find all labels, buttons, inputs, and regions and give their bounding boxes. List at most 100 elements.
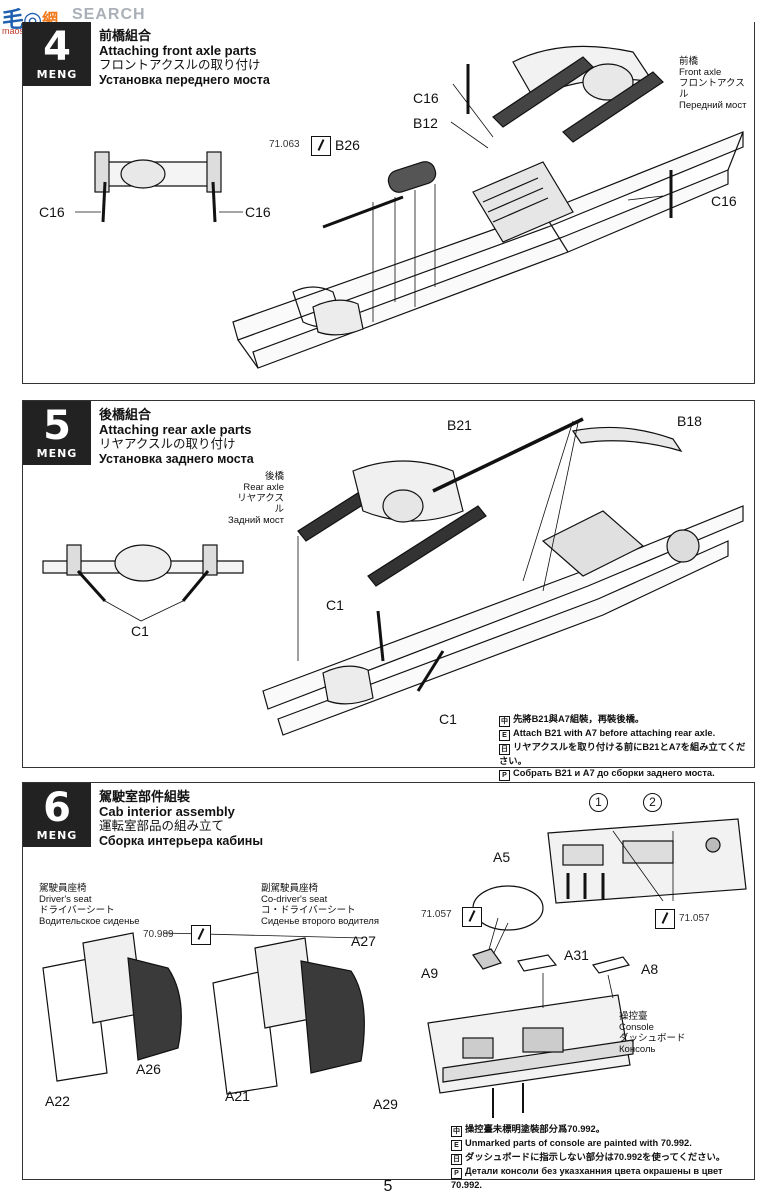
label-c16-detail-right: C16 — [245, 204, 271, 220]
label-a27: A27 — [351, 933, 376, 949]
note-line-jp: 日ダッシュボードに指示しない部分は70.992を使ってください。 — [451, 1151, 754, 1165]
label-c1-mid: C1 — [326, 597, 344, 613]
part-label-ru: Задний мост — [228, 515, 284, 526]
paint-brush-icon — [311, 136, 331, 156]
note-flag: E — [499, 730, 510, 741]
codriver-seat-cn: 副駕駛員座椅 — [261, 883, 319, 894]
console-label-en: Console — [619, 1022, 654, 1033]
codriver-seat-jp: コ・ドライバーシート — [261, 905, 356, 916]
codriver-seat-ru: Сиденье второго водителя — [261, 916, 379, 927]
meng-logo: MENG — [36, 829, 78, 842]
note-line-cn: 中先將B21與A7組裝，再裝後橋。 — [499, 713, 754, 727]
note-flag: 中 — [451, 1126, 462, 1137]
part-label-cn: 後橋 — [264, 471, 284, 482]
paint-brush-icon — [462, 907, 482, 927]
console-label-ru: Консоль — [619, 1044, 656, 1055]
note-text: 先將B21與A7組裝，再裝後橋。 — [513, 714, 645, 724]
callout-circle-2: 2 — [643, 793, 662, 812]
label-b21: B21 — [447, 417, 472, 433]
label-c16-left: C16 — [39, 204, 65, 220]
part-label-jp: フロントアクスル — [679, 78, 745, 100]
page-number: 5 — [383, 1178, 393, 1195]
title-en: Attaching rear axle parts — [99, 422, 252, 437]
console-label-jp: ダッシュボード — [619, 1033, 686, 1044]
step-4-badge: 4 MENG — [23, 22, 91, 86]
drivers-seat-ru: Водительское сиденье — [39, 916, 140, 927]
title-jp: リヤアクスルの取り付け — [99, 437, 236, 451]
label-c1-detail: C1 — [131, 623, 149, 639]
title-en: Attaching front axle parts — [99, 43, 257, 58]
step-4-panel: 4 MENG 前橋組合 Attaching front axle parts フ… — [22, 22, 755, 384]
meng-logo: MENG — [36, 68, 78, 81]
title-ru: Сборка интерьера кабины — [99, 834, 264, 848]
paint-code-seat: 70.989 — [143, 929, 174, 940]
note-text: Attach B21 with A7 before attaching rear… — [513, 728, 716, 738]
title-ru: Установка заднего моста — [99, 452, 254, 466]
drivers-seat-en: Driver's seat — [39, 894, 92, 905]
codriver-seat-label: 副駕駛員座椅 Co-driver's seat コ・ドライバーシート Сиден… — [261, 883, 379, 927]
step-6-titles: 駕駛室部件組裝 Cab interior assembly 運転室部品の組み立て… — [99, 789, 263, 849]
step-number: 6 — [43, 785, 71, 831]
step-5-panel: 5 MENG 後橋組合 Attaching rear axle parts リヤ… — [22, 400, 755, 781]
title-cn: 駕駛室部件組裝 — [99, 789, 191, 804]
step-5-badge: 5 MENG — [23, 401, 91, 465]
front-axle-label: 前橋 Front axle フロントアクスル Передний мост — [679, 56, 754, 111]
label-a21: A21 — [225, 1088, 250, 1104]
paint-code-71063: 71.063 — [269, 139, 300, 150]
console-label: 操控臺 Console ダッシュボード Консоль — [619, 1011, 686, 1055]
note-flag: 日 — [499, 744, 510, 755]
drivers-seat-label: 駕駛員座椅 Driver's seat ドライバーシート Водительско… — [39, 883, 140, 927]
note-line-jp: 日リヤアクスルを取り付ける前にB21とA7を組み立てください。 — [499, 741, 754, 767]
drivers-seat-jp: ドライバーシート — [39, 905, 115, 916]
note-line-cn: 中操控臺未標明塗裝部分爲70.992。 — [451, 1123, 754, 1137]
note-text: Собрать B21 и A7 до сборки заднего моста… — [513, 768, 715, 778]
rear-axle-label: 後橋 Rear axle リヤアクスル Задний мост — [228, 471, 284, 526]
label-c16-top: C16 — [413, 90, 439, 106]
note-text: Детали консоли без указханния цвета окра… — [451, 1166, 723, 1190]
step-5-titles: 後橋組合 Attaching rear axle parts リヤアクスルの取り… — [99, 407, 254, 467]
meng-logo: MENG — [36, 447, 78, 460]
note-text: Unmarked parts of console are painted wi… — [465, 1138, 692, 1148]
label-b12: B12 — [413, 115, 438, 131]
codriver-seat-en: Co-driver's seat — [261, 894, 328, 905]
step-6-badge: 6 MENG — [23, 783, 91, 847]
cab-interior-illustration — [42, 818, 747, 1118]
callout-circle-1: 1 — [589, 793, 608, 812]
label-b26: B26 — [335, 137, 360, 153]
label-a26: A26 — [136, 1061, 161, 1077]
note-flag: 中 — [499, 716, 510, 727]
step-number: 5 — [43, 403, 71, 449]
title-jp: 運転室部品の組み立て — [99, 819, 225, 833]
step-4-titles: 前橋組合 Attaching front axle parts フロントアクスル… — [99, 28, 270, 88]
note-text: リヤアクスルを取り付ける前にB21とA7を組み立てください。 — [499, 742, 746, 766]
console-label-cn: 操控臺 — [619, 1011, 648, 1022]
label-a5: A5 — [493, 849, 511, 865]
label-a31: A31 — [564, 947, 589, 963]
note-flag: Р — [499, 770, 510, 781]
part-label-ru: Передний мост — [679, 100, 747, 111]
watermark-site: SEARCH — [72, 6, 146, 23]
step-6-panel: 6 MENG 駕駛室部件組裝 Cab interior assembly 運転室… — [22, 782, 755, 1190]
step-number: 4 — [43, 24, 71, 70]
label-c16-right: C16 — [711, 193, 737, 209]
paint-brush-icon — [655, 909, 675, 929]
title-ru: Установка переднего моста — [99, 73, 270, 87]
note-flag: 日 — [451, 1154, 462, 1165]
paint-code-wheel: 71.057 — [421, 909, 452, 920]
paint-brush-icon — [191, 925, 211, 945]
note-flag: E — [451, 1140, 462, 1151]
label-a9: A9 — [421, 965, 439, 981]
title-jp: フロントアクスルの取り付け — [99, 58, 261, 72]
note-text: ダッシュボードに指示しない部分は70.992を使ってください。 — [465, 1152, 726, 1162]
label-a22: A22 — [45, 1093, 70, 1109]
label-a29: A29 — [373, 1096, 398, 1112]
title-cn: 後橋組合 — [99, 407, 152, 422]
label-a8: A8 — [641, 961, 659, 977]
label-b18: B18 — [677, 413, 702, 429]
note-text: 操控臺未標明塗裝部分爲70.992。 — [465, 1124, 605, 1134]
